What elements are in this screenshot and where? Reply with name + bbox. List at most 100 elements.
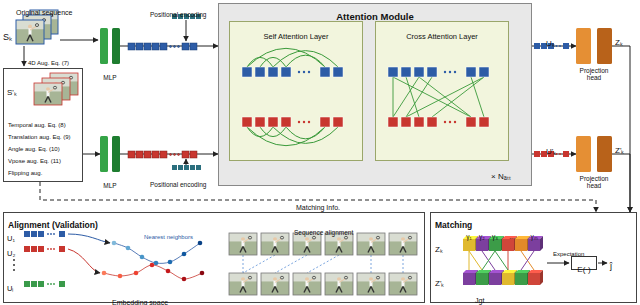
alignment-graphic-part <box>112 241 117 246</box>
node-title: MLP <box>103 74 116 81</box>
alignment-graphic-part <box>68 249 100 273</box>
matching-panel: MatchingE(·)ZₖZ'ₖγ₁γ₂γ₃...γₘJgtExpectati… <box>430 212 637 303</box>
positional-encoding-tokens-part <box>172 165 177 170</box>
alignment-graphic-part <box>47 233 49 235</box>
attention-module: Attention ModuleSelf Attention LayerCros… <box>218 3 532 186</box>
symbol-label: U₂ <box>7 250 15 259</box>
alignment-graphic-part <box>50 233 52 235</box>
alignment-graphic-part <box>325 273 353 295</box>
node-text: Temporal aug. Eq. (8) <box>8 122 66 129</box>
alignment-graphic-part <box>114 243 200 263</box>
matching-graphic-part <box>515 273 527 285</box>
self-attention-graphic-part <box>255 117 265 127</box>
alignment-graphic-part <box>59 231 65 237</box>
alignment-graphic-part <box>53 248 55 250</box>
token-sequence-part <box>160 151 167 158</box>
cross-attention-graphic-part <box>444 121 446 123</box>
alignment-graphic-part <box>102 271 107 276</box>
symbol-label: ĵ <box>610 261 612 271</box>
alignment-graphic-part <box>229 233 257 255</box>
alignment-graphic-part <box>140 255 145 260</box>
node-title: Alignment (Validation) <box>8 221 98 231</box>
alignment-graphic-part <box>59 246 65 252</box>
text-slot: Cross Attention Layer <box>376 25 508 43</box>
expectation-box: E(·) <box>571 256 597 270</box>
positional-encoding-tokens <box>172 14 201 170</box>
alignment-graphic-part <box>389 273 417 295</box>
alignment-graphic-part <box>68 234 110 243</box>
alignment-graphic-part <box>357 273 385 295</box>
alignment-graphic-part <box>243 255 275 273</box>
token-sequence-part <box>190 151 197 158</box>
edge-label: Matching Info. <box>294 204 342 212</box>
sequence-caption: Original sequence <box>16 9 72 17</box>
layer-bars <box>576 28 612 64</box>
axis-caption: Embedding space <box>112 299 168 305</box>
original-sequence-frames-part <box>16 20 44 44</box>
original-sequence-frames-part <box>16 20 44 44</box>
output-tokens-part <box>563 43 569 49</box>
alignment-graphic-part <box>261 273 289 295</box>
positional-encoding-tokens-part <box>196 165 201 170</box>
alignment-graphic-part <box>47 248 49 250</box>
self-attention-graphic-part <box>298 71 300 73</box>
alignment-graphic-part <box>182 252 187 257</box>
matching-graphic-part <box>489 273 501 285</box>
text-slot: MLP <box>100 66 120 84</box>
symbol-label: Jgt <box>475 297 484 305</box>
cross-attention-layer: Cross Attention Layer <box>375 21 509 161</box>
matching-graphic-part <box>540 236 543 251</box>
self-attention-layer-graphic <box>230 22 364 162</box>
alignment-graphic-part <box>275 255 307 273</box>
symbol-label: γ₂ <box>479 233 485 240</box>
token-sequence-part <box>136 43 143 50</box>
layer-bars-part <box>597 28 612 64</box>
matching-graphic-part <box>502 239 514 251</box>
text-slot: ĵ <box>610 255 612 273</box>
self-attention-graphic-part <box>242 67 252 77</box>
node-text: Vpose aug. Eq. (11) <box>8 158 61 165</box>
augmented-sequence-frames <box>34 73 78 105</box>
self-attention-graphic-part <box>268 117 278 127</box>
cross-attention-graphic-part <box>393 77 471 117</box>
token-sequence-part <box>182 151 189 158</box>
alignment-graphic-part <box>389 233 417 255</box>
text-slot: E(·) <box>572 258 596 276</box>
self-attention-graphic-part <box>273 51 338 67</box>
matching-graphic-part <box>489 239 501 251</box>
text-slot: Sequence alignment <box>294 221 353 239</box>
flow-arrow-part <box>60 40 98 41</box>
alignment-graphic-part <box>38 246 44 252</box>
text-slot: Z'ₖ <box>435 272 444 290</box>
layer-bars-part <box>112 136 120 172</box>
repeat-label: × Nₐₜₜ <box>491 172 511 181</box>
output-tokens-part <box>559 153 561 155</box>
matching-graphic-part <box>463 273 475 285</box>
alignment-graphic-part <box>38 231 44 237</box>
self-attention-graphic-part <box>333 117 343 127</box>
self-attention-graphic-part <box>308 71 310 73</box>
alignment-panel: Alignment (Validation)U₁U₂UₗNearest neig… <box>3 212 425 303</box>
layer-bars <box>576 136 612 172</box>
alignment-graphic-part <box>31 246 37 252</box>
equation-label: 4D Aug. Eq. (7) <box>28 60 69 67</box>
text-slot: Self Attention Layer <box>230 25 362 43</box>
text-slot: 4D Aug. Eq. (7) <box>28 51 69 69</box>
token-sequence-part <box>128 151 135 158</box>
augmented-sequence-frames-part <box>34 83 62 105</box>
layer-bars-part <box>597 136 612 172</box>
symbol-label: γ₃ <box>492 233 498 240</box>
cross-attention-graphic-part <box>401 117 411 127</box>
projection-head: Projection head <box>576 28 612 86</box>
layer-bars-part <box>112 28 120 64</box>
alignment-graphic-part <box>325 233 353 255</box>
token-sequence-part <box>128 43 135 50</box>
token-sequence <box>128 43 197 50</box>
token-sequence-part <box>170 46 172 48</box>
cross-attention-graphic-part <box>427 117 437 127</box>
alignment-graphic-part <box>53 283 55 285</box>
matching-graphic-part <box>476 273 488 285</box>
projection-head: Projection head <box>576 136 612 194</box>
layer-bars <box>100 28 120 64</box>
text-slot: MLP <box>100 174 120 192</box>
